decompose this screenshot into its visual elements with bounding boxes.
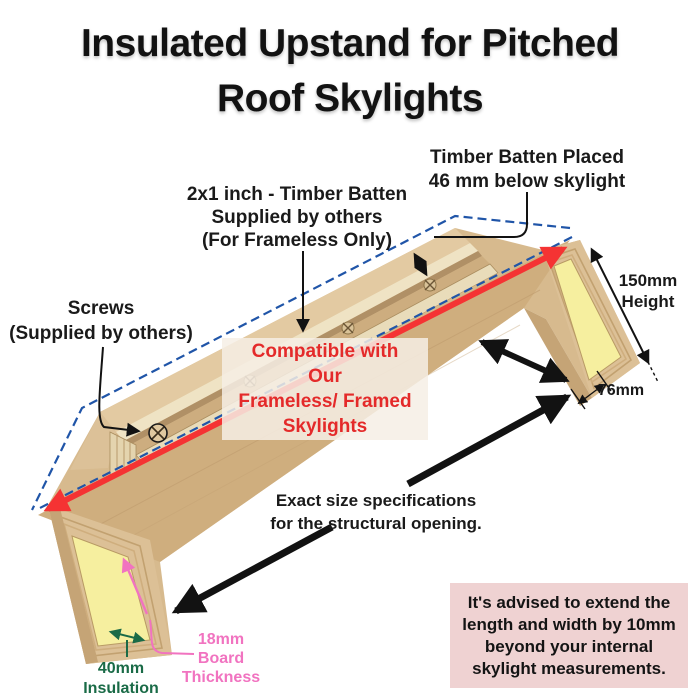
screw-icon [423,278,437,292]
page-title: Insulated Upstand for Pitched Roof Skyli… [0,16,700,126]
annotation-timber-batten-spec: 2x1 inch - Timber Batten Supplied by oth… [186,184,408,251]
board-thickness-pointer [149,619,195,655]
screw-icon [148,423,168,443]
insulation-panel-left [71,535,151,647]
width-dimension-label: 76mm [597,382,645,399]
page-title-line: Roof Skylights [216,77,484,120]
width-dim-tick [596,370,612,392]
height-dimension-arrow [590,247,650,365]
annotation-timber-batten-placement: Timber Batten Placed 46 mm below skyligh… [428,147,626,192]
compatibility-note: Compatible with Our Frameless/ Framed Sk… [222,338,428,440]
screws-pointer [98,346,141,437]
annotation-screws: Screws (Supplied by others) [9,298,193,344]
board-edge-highlight [121,557,149,615]
insulation-label: 40mm Insulation [83,660,159,697]
height-dimension-label: 150mm Height [618,271,678,311]
gap-46mm-arrow [413,252,428,277]
insulation-dimension-arrow [108,628,146,644]
screw-icon [341,321,355,335]
opening-spec-label: Exact size specifications for the struct… [270,491,482,533]
advisory-note: It's advised to extend the length and wi… [450,583,688,688]
board-thickness-label: 18mm Board Thickness [181,631,261,686]
width-dimension-arrow [577,383,605,405]
opening-arrow-upper [406,393,572,488]
opening-diagonal-arrow [478,339,570,383]
page-title-line: Insulated Upstand for Pitched [80,22,620,65]
annotation-pointers [98,192,659,615]
detail-markers [108,557,195,657]
left-leg [48,505,172,664]
opening-arrow-lower [171,523,334,615]
batten-placement-pointer [434,192,528,238]
